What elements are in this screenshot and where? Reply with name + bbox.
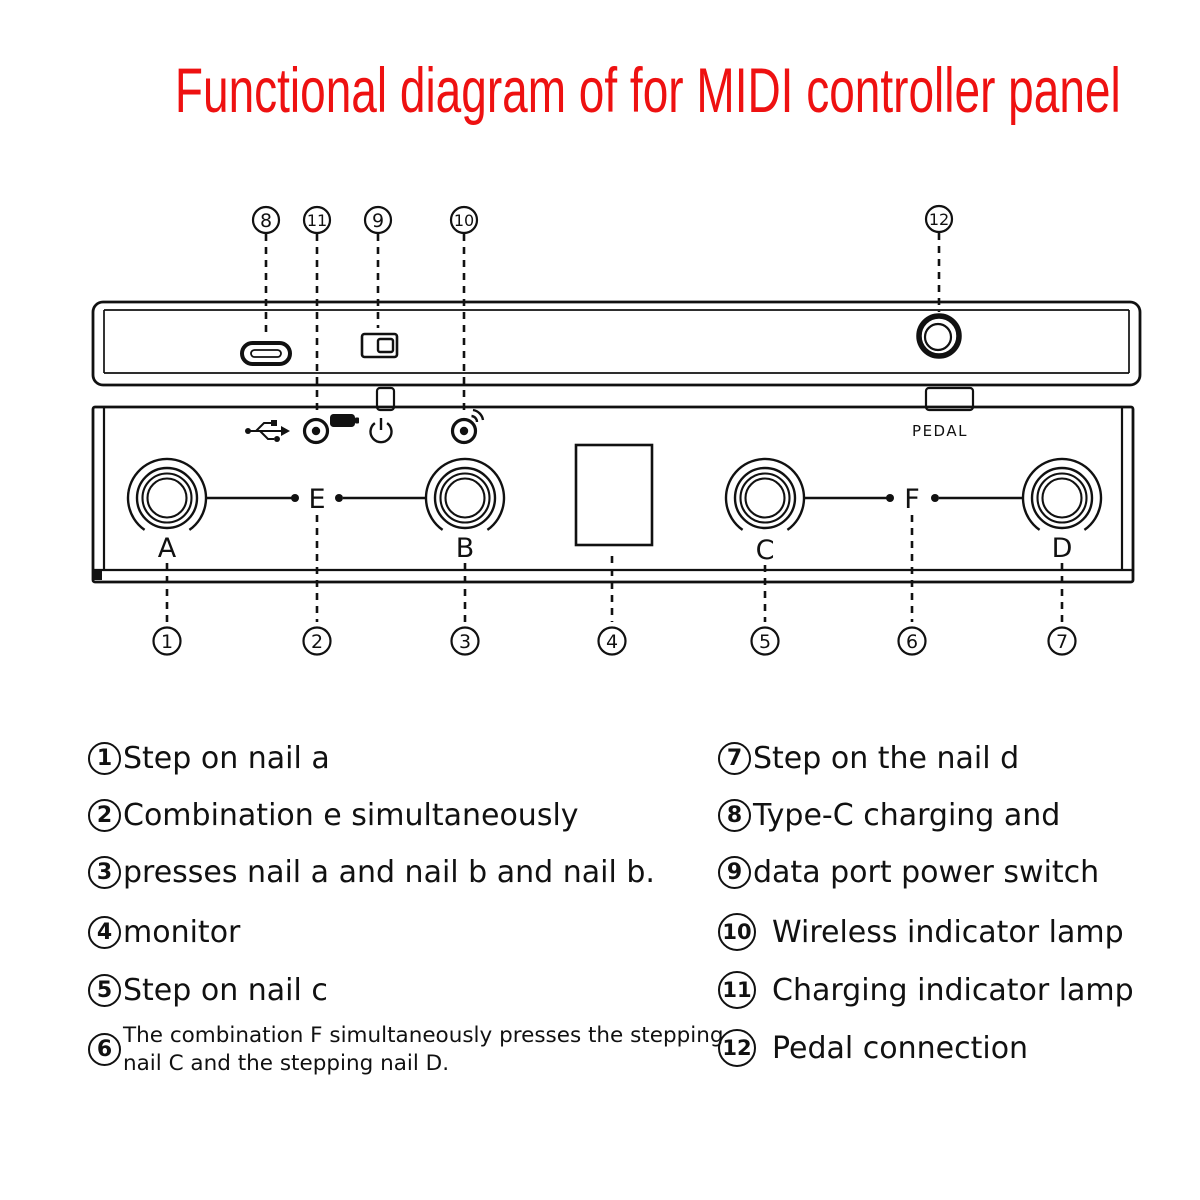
callout-11 [302, 205, 332, 415]
combo-f-lines [804, 494, 1023, 502]
device-diagram: PEDAL [91, 204, 1142, 656]
legend-item-7: 7 Step on the nail d [718, 741, 1019, 776]
legend-item-8: 8 Type-C charging and [718, 798, 1060, 833]
legend-item-12: 12 Pedal connection [718, 1029, 1028, 1067]
legend-text-12: Pedal connection [772, 1030, 1029, 1066]
legend-item-9: 9 data port power switch [718, 855, 1099, 890]
legend-num-2: 2 [88, 799, 121, 832]
legend-num-6: 6 [88, 1033, 121, 1067]
callout-2-circle [302, 626, 332, 656]
usb-c-port [240, 341, 292, 366]
callout-10 [449, 205, 479, 415]
legend-text-6-line2: nail C and the stepping nail D. [123, 1050, 450, 1076]
callout-7-number: 7 [1056, 631, 1068, 653]
page-title: Functional diagram of for MIDI controlle… [0, 56, 1200, 127]
legend-text-1: Step on nail a [123, 741, 330, 776]
power-icon [369, 418, 393, 444]
footswitch-c [724, 457, 806, 531]
callout-5-circle [750, 626, 780, 656]
wireless-led-icon [450, 408, 485, 445]
legend-text-3: presses nail a and nail b and nail b. [123, 855, 655, 890]
callout-1-number: 1 [161, 631, 173, 653]
bottom-leader-lines [165, 515, 1064, 622]
foot-tab-right [924, 386, 975, 412]
legend-item-5: 5 Step on nail c [88, 973, 328, 1008]
callout-5-number: 5 [759, 631, 771, 653]
callout-2-number: 2 [311, 631, 323, 653]
legend-text-7: Step on the nail d [753, 741, 1020, 776]
callout-3-circle [450, 626, 480, 656]
callout-6-circle [897, 626, 927, 656]
legend-text-4: monitor [123, 915, 241, 950]
callout-9-number: 9 [372, 210, 384, 232]
legend-num-11: 11 [718, 971, 756, 1009]
callout-4-number: 4 [606, 631, 618, 653]
legend-item-3: 3 presses nail a and nail b and nail b. [88, 855, 655, 890]
legend-num-7: 7 [718, 742, 751, 775]
combo-f-label: F [904, 484, 920, 515]
footswitch-b [424, 457, 506, 531]
callout-1-circle [152, 626, 182, 656]
legend-text-6-line1: The combination F simultaneously presses… [123, 1023, 724, 1048]
callout-9 [363, 205, 393, 328]
corner-detail-left [93, 570, 102, 580]
legend-num-12: 12 [718, 1029, 756, 1067]
footswitch-b-label: B [456, 533, 475, 564]
callout-7-circle [1047, 626, 1077, 656]
callout-11-number: 11 [307, 211, 327, 230]
page-title-text: Functional diagram of for MIDI controlle… [174, 56, 1121, 126]
pedal-jack [916, 313, 962, 359]
callout-6-number: 6 [906, 631, 918, 653]
legend-text-5: Step on nail c [123, 973, 328, 1008]
callout-10-number: 10 [454, 211, 474, 230]
legend-num-1: 1 [88, 742, 121, 775]
foot-tab-left [375, 386, 396, 412]
legend-text-8: Type-C charging and [753, 798, 1061, 833]
legend-text-6: The combination F simultaneously presses… [123, 1022, 724, 1077]
legend-item-4: 4 monitor [88, 915, 240, 950]
legend-item-11: 11 Charging indicator lamp [718, 971, 1134, 1009]
footswitch-a [126, 457, 208, 531]
callout-8 [251, 205, 281, 337]
combo-e-label: E [308, 484, 325, 515]
legend-text-11: Charging indicator lamp [772, 972, 1134, 1008]
legend-text-9: data port power switch [753, 855, 1100, 890]
callout-12-number: 12 [929, 210, 949, 229]
charging-led-icon [302, 417, 330, 445]
battery-icon [330, 414, 359, 427]
pedal-port-label: PEDAL [912, 422, 968, 440]
legend-text-2: Combination e simultaneously [123, 798, 579, 833]
device-side-view [91, 300, 1142, 387]
display-monitor [574, 443, 654, 547]
usb-icon [245, 420, 290, 442]
footswitch-d [1021, 457, 1103, 531]
legend-num-3: 3 [88, 856, 121, 889]
callout-8-number: 8 [260, 210, 272, 232]
legend-text-10: Wireless indicator lamp [772, 914, 1124, 950]
legend-item-10: 10 Wireless indicator lamp [718, 913, 1124, 951]
legend-item-6: 6 The combination F simultaneously press… [88, 1022, 724, 1077]
callout-3-number: 3 [459, 631, 471, 653]
footswitch-a-label: A [158, 533, 177, 564]
footswitch-c-label: C [756, 535, 775, 566]
legend-item-2: 2 Combination e simultaneously [88, 798, 579, 833]
callout-12 [924, 204, 954, 312]
legend-num-8: 8 [718, 799, 751, 832]
combo-e-lines [206, 494, 426, 502]
footswitch-d-label: D [1052, 533, 1073, 564]
legend-num-9: 9 [718, 856, 751, 889]
legend-num-5: 5 [88, 974, 121, 1007]
legend-num-10: 10 [718, 913, 756, 951]
legend-num-4: 4 [88, 916, 121, 949]
power-switch [360, 332, 399, 359]
legend-item-1: 1 Step on nail a [88, 741, 330, 776]
callout-4-circle [597, 626, 627, 656]
